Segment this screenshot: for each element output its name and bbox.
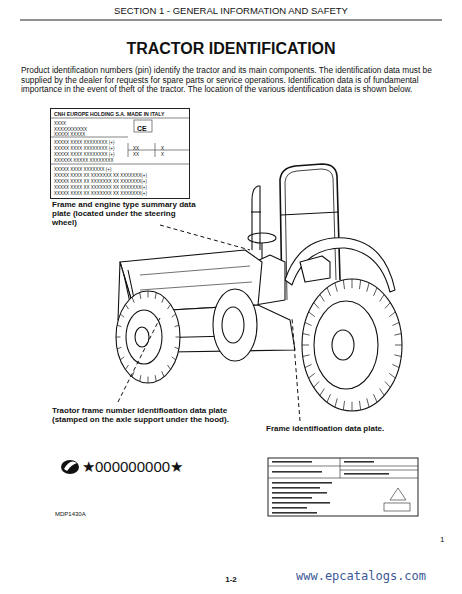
plate-text: XXXXXXXXXXX xyxy=(54,128,87,133)
plate-text: XXXX xyxy=(54,122,66,127)
leader-lines xyxy=(118,225,300,421)
plate-text: XXXXXX XXXXX XXXXXXXX xyxy=(54,159,114,164)
plate-lines xyxy=(50,118,190,164)
data-plate: CNH EUROPE HOLDING S.A. MADE IN ITALYXXX… xyxy=(50,108,190,199)
plate-text: XXXXX XXXX XXXXXXX (+) xyxy=(54,168,111,173)
plate-text: XXXXX XXXX XX XXXXXXX XX XXXXXXX(+) xyxy=(54,180,147,185)
callout-text: Frame and engine type summary data plate… xyxy=(52,200,202,228)
plate-text: XXXXX XXXX XX XXXXXXX XX XXXXXXX(+) xyxy=(54,192,147,197)
callout-text: Frame identifioation data plate. xyxy=(266,424,436,433)
watermark: www.epcatalogs.com xyxy=(296,570,458,584)
tyre-tread xyxy=(116,279,402,411)
plate-text: XX xyxy=(133,147,139,152)
figure-code: MDP1430A xyxy=(55,511,115,518)
header-rule xyxy=(20,20,442,21)
section-header: SECTION 1 - GENERAL INFORMATION AND SAFE… xyxy=(0,6,462,17)
plate-text: XXXXX XXXX XXXXXXXX (+) xyxy=(54,147,114,152)
plate-text: XX xyxy=(133,153,139,158)
frame-number-stamp: ★000000000★ xyxy=(82,458,222,475)
plate-2-marks xyxy=(272,461,389,514)
plate-text: X xyxy=(161,153,164,158)
plate-text: CE xyxy=(137,125,147,132)
brand-logo xyxy=(61,460,79,474)
page-mark: 1 xyxy=(440,535,452,544)
plate-text: XXXXX XXXX XXXXXXXX (+) xyxy=(54,141,114,146)
page-title: TRACTOR IDENTIFICATION xyxy=(0,40,462,58)
plate-text: CNH EUROPE HOLDING S.A. MADE IN ITALY xyxy=(54,112,164,117)
callout-text: Traotor frame number identifioation data… xyxy=(52,406,262,424)
data-plate-2 xyxy=(268,458,418,516)
page-number: 1-2 xyxy=(211,575,251,584)
intro-paragraph: Product identification numbers (pin) ide… xyxy=(21,66,445,95)
plate-text: X xyxy=(161,147,164,152)
plate-text: XXXXX XXXXX xyxy=(54,133,85,138)
plate-text: XXXXX XXXX XX XXXXXXX XX XXXXXXX(+) xyxy=(54,186,147,191)
plate-text: XXXXX XXXX XXXXXXXX (+) xyxy=(54,153,114,158)
plate-text: XXXXX XXXX XX XXXXXXX XX XXXXXXX(+) xyxy=(54,174,147,179)
